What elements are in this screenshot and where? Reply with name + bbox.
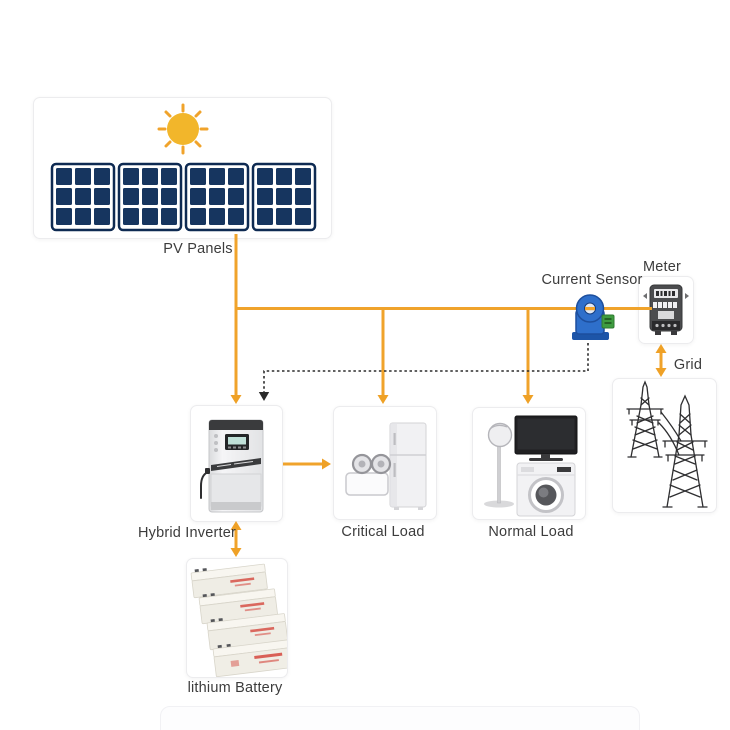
hybrid-inverter-label: Hybrid Inverter (137, 525, 237, 541)
battery-icon (190, 563, 287, 677)
critical-load-label: Critical Load (341, 524, 425, 540)
pv-panels-box (33, 97, 332, 239)
current-sensor-label: Current Sensor (541, 272, 643, 288)
sensor-feedback-dashed-line (258, 343, 589, 401)
transmission-tower-icon (626, 380, 708, 508)
hybrid-inverter-box (190, 405, 283, 522)
meter-label: Meter (642, 259, 682, 275)
floor-lamp-icon (484, 422, 514, 508)
battery-box (186, 558, 288, 678)
cropped-bottom-box (160, 706, 640, 730)
current-sensor-icon (572, 294, 615, 340)
normal-load-icons (484, 415, 578, 517)
grid-label: Grid (673, 357, 703, 373)
solar-panel-icon (50, 103, 317, 232)
emergency-light-icon (345, 453, 392, 496)
tv-icon (514, 415, 578, 461)
lithium-battery-label: lithium Battery (187, 680, 283, 696)
pv-panels-label: PV Panels (163, 241, 233, 257)
normal-load-box (472, 407, 586, 520)
grid-box (612, 378, 717, 513)
battery-unit (190, 563, 287, 677)
critical-load-box (333, 406, 437, 520)
normal-load-label: Normal Load (488, 524, 574, 540)
critical-load-icons (345, 422, 427, 510)
washing-machine-icon (516, 462, 576, 517)
meter-box (638, 276, 694, 344)
refrigerator-icon (389, 422, 427, 510)
sun-icon (157, 103, 209, 155)
electric-meter-icon (643, 284, 689, 335)
inverter-icon (200, 419, 264, 513)
